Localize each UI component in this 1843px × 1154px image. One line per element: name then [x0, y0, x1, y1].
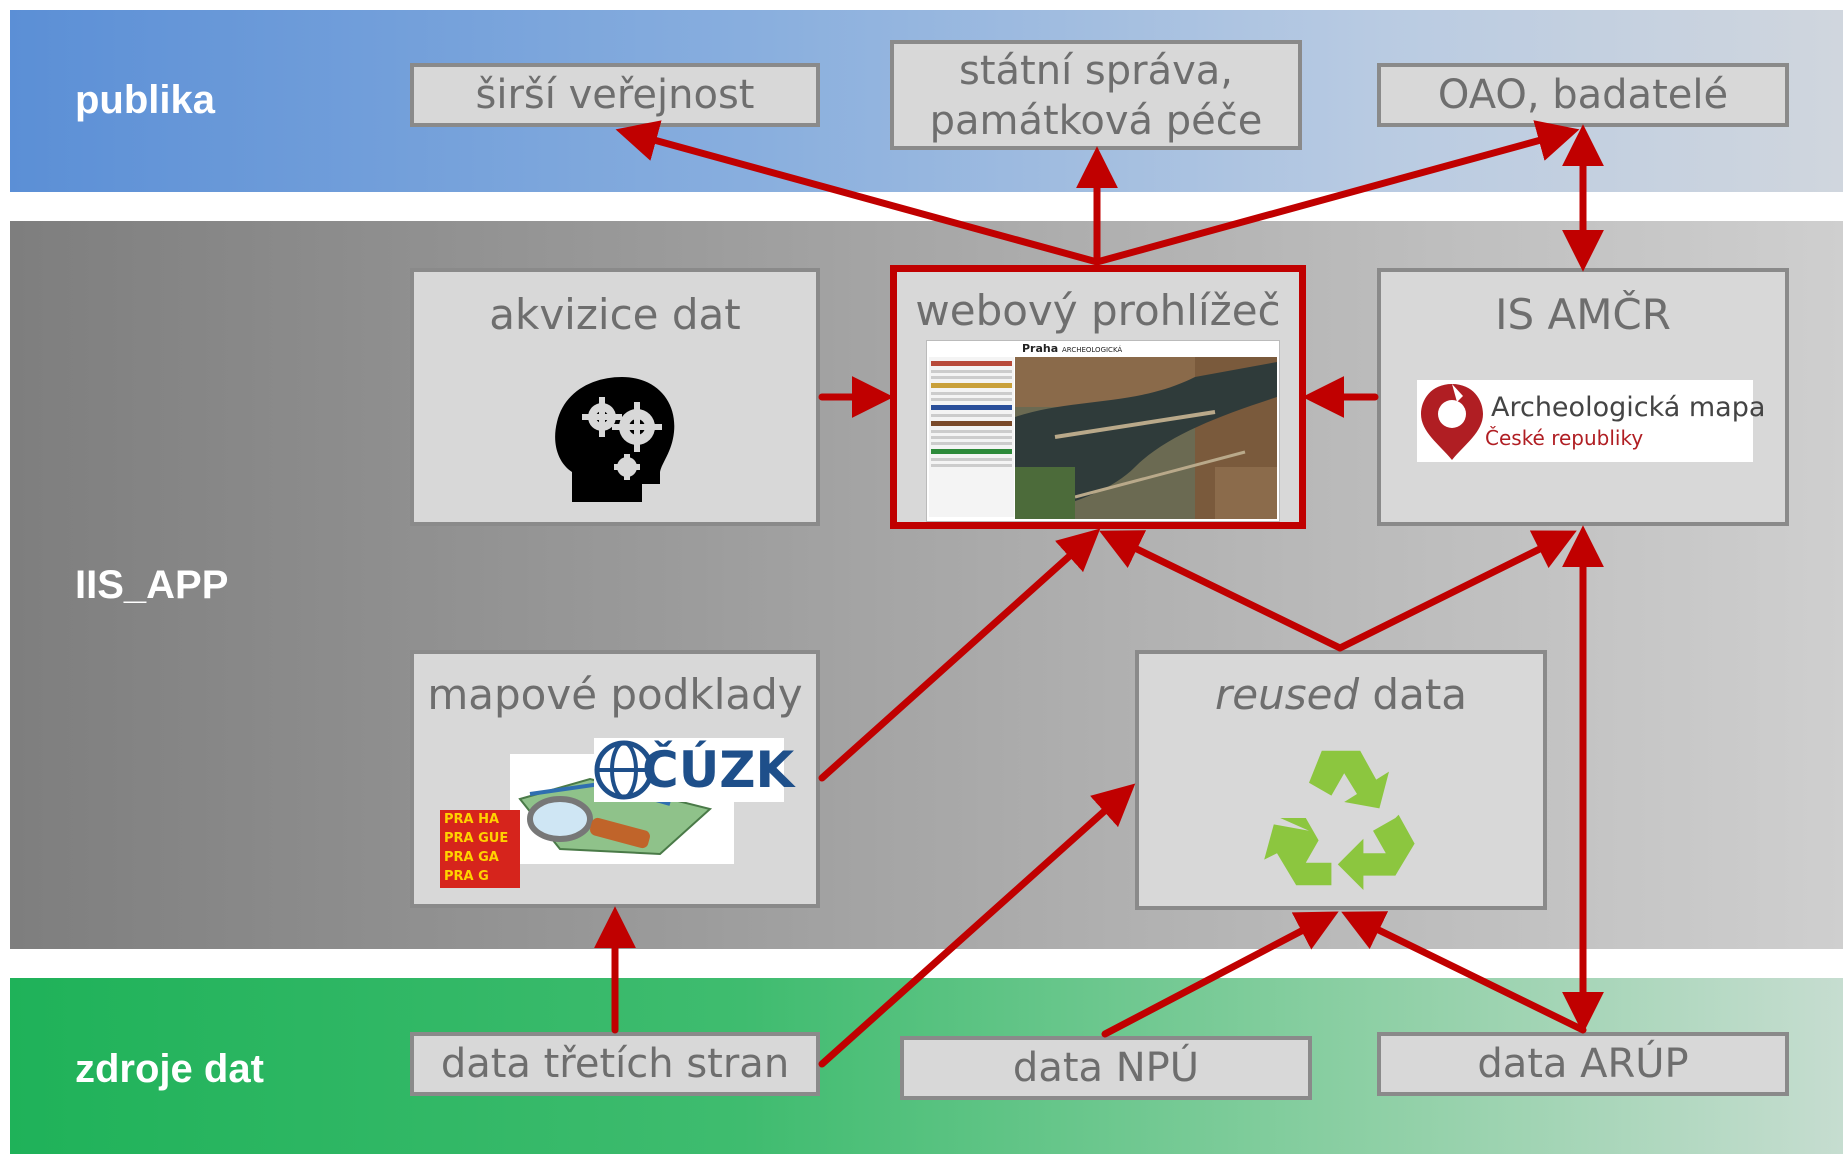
- prague-logo: PRA HA PRA GUE PRA GA PRA G: [440, 810, 520, 888]
- box-web-viewer: webový prohlížeč Praha ARCHEOLOGICKÁ: [890, 265, 1306, 529]
- box-reused-data: reused data: [1135, 650, 1547, 910]
- reused-label-rest: data: [1359, 670, 1468, 719]
- amcr-pin-icon: [1421, 384, 1483, 460]
- amcr-logo-title: Archeologická mapa: [1491, 392, 1766, 423]
- prague-logo-row: PRA G: [444, 869, 489, 884]
- box-state-administration: státní správa, památková péče: [890, 40, 1302, 150]
- box-npu-data: data NPÚ: [900, 1036, 1312, 1100]
- box-viewer-label: webový prohlížeč: [915, 286, 1281, 335]
- recycle-icon: [1264, 750, 1415, 890]
- viewer-brand-name: Praha: [1022, 342, 1059, 355]
- band-label-iis-app: IIS_APP: [75, 563, 229, 607]
- reused-label-italic: reused: [1214, 670, 1360, 719]
- box-public-label: širší veřejnost: [475, 72, 755, 118]
- box-public: širší veřejnost: [410, 63, 820, 127]
- box-amcr-label: IS AMČR: [1495, 290, 1671, 339]
- aerial-map-image: [1015, 357, 1277, 519]
- cuzk-logo: ČÚZK: [594, 738, 794, 802]
- amcr-logo-subtitle: České republiky: [1485, 426, 1644, 450]
- viewer-layer-panel: [929, 357, 1014, 517]
- prague-logo-row: PRA GA: [444, 850, 499, 865]
- prague-logo-row: PRA GUE: [444, 831, 509, 846]
- amcr-logo: Archeologická mapa České republiky: [1417, 380, 1765, 462]
- band-label-publika: publika: [75, 78, 216, 122]
- box-npu-label: data NPÚ: [1012, 1045, 1200, 1091]
- viewer-screenshot-thumbnail: Praha ARCHEOLOGICKÁ: [926, 340, 1280, 522]
- box-acquisition-label: akvizice dat: [489, 290, 741, 339]
- box-oao-researchers: OAO, badatelé: [1377, 63, 1789, 127]
- box-third-party-label: data třetích stran: [440, 1041, 790, 1087]
- box-data-acquisition: akvizice dat: [410, 268, 820, 526]
- box-reused-label: reused data: [1139, 654, 1543, 720]
- box-base-maps: mapové podklady ČÚZK PRA HA PRA GUE PRA …: [410, 650, 820, 908]
- box-oao-label: OAO, badatelé: [1437, 72, 1729, 118]
- box-state-label-line2: památková péče: [929, 98, 1263, 144]
- globe-icon: [594, 740, 654, 800]
- viewer-brand: Praha ARCHEOLOGICKÁ: [1022, 342, 1122, 355]
- box-arup-label: data ARÚP: [1477, 1041, 1689, 1087]
- box-third-party-data: data třetích stran: [410, 1032, 820, 1096]
- head-gears-icon: [555, 377, 675, 502]
- cuzk-logo-text: ČÚZK: [642, 741, 795, 799]
- box-is-amcr: IS AMČR Archeologická mapa České republi…: [1377, 268, 1789, 526]
- band-label-zdroje-dat: zdroje dat: [75, 1047, 264, 1091]
- viewer-brand-sub: ARCHEOLOGICKÁ: [1062, 346, 1123, 354]
- box-arup-data: data ARÚP: [1377, 1032, 1789, 1096]
- box-maps-label: mapové podklady: [427, 670, 803, 719]
- box-state-label-line1: státní správa,: [959, 48, 1233, 94]
- prague-logo-row: PRA HA: [444, 812, 500, 827]
